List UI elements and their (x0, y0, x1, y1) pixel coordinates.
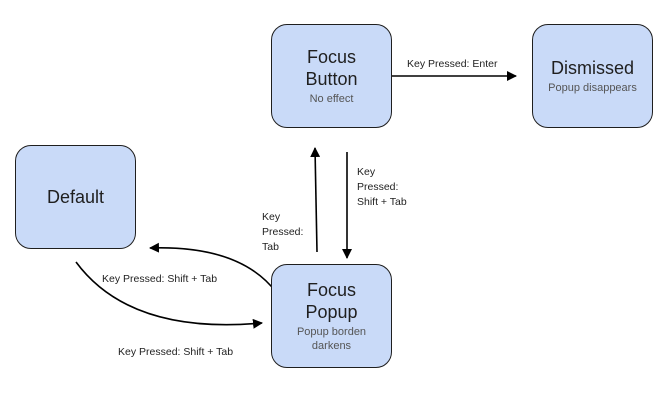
node-dismissed: Dismissed Popup disappears (532, 24, 653, 128)
node-focus-button-title: Focus Button (305, 47, 358, 89)
node-dismissed-title: Dismissed (550, 58, 634, 78)
node-default: Default (15, 145, 136, 249)
node-focus-popup-title: Focus Popup (305, 280, 358, 322)
node-focus-popup: Focus Popup Popup borden darkens (271, 264, 392, 368)
node-default-title: Default (46, 187, 105, 207)
node-focus-button: Focus Button No effect (271, 24, 392, 128)
label-default-to-popup: Key Pressed: Shift + Tab (118, 346, 234, 358)
label-popup-to-default: Key Pressed: Shift + Tab (102, 273, 218, 285)
node-focus-popup-subtitle: Popup borden darkens (296, 326, 367, 352)
label-button-to-popup: Key Pressed: Shift + Tab (357, 166, 407, 208)
node-focus-button-subtitle: No effect (309, 93, 354, 105)
label-button-to-dismissed: Key Pressed: Enter (407, 58, 498, 70)
edge-popup-to-default (149, 242, 277, 293)
node-dismissed-subtitle: Popup disappears (548, 82, 637, 94)
edge-popup-to-button (310, 147, 321, 253)
edge-default-to-popup (75, 261, 263, 329)
label-popup-to-button: Key Pressed: Tab (262, 211, 304, 253)
